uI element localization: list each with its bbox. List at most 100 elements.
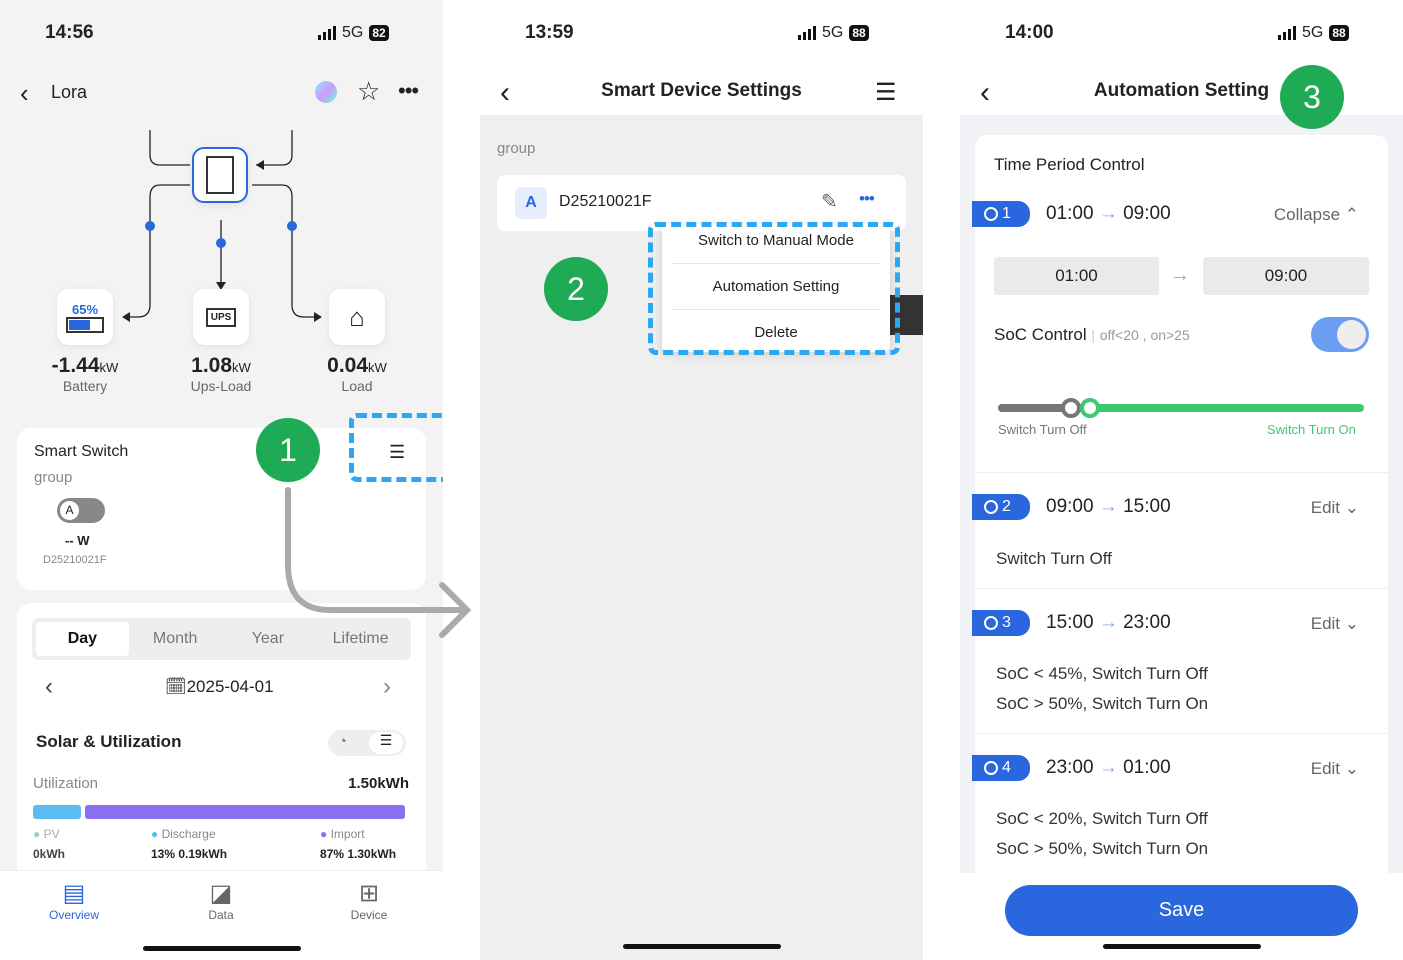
divider <box>975 733 1388 734</box>
clock-icon <box>984 616 998 630</box>
header <box>480 0 923 115</box>
view-toggle[interactable]: ◔☰ <box>328 730 406 756</box>
period-4-range: 23:00 → 01:00 <box>1046 757 1171 778</box>
period-3-rule-on: SoC > 50%, Switch Turn On <box>996 694 1209 713</box>
utilization-label: Utilization <box>33 775 99 792</box>
period-2-range: 09:00 → 15:00 <box>1046 496 1171 517</box>
divider <box>975 472 1388 473</box>
divider <box>975 588 1388 589</box>
off-threshold-handle[interactable] <box>1061 398 1082 418</box>
period-1-range: 01:00 → 09:00 <box>1046 203 1171 224</box>
edit-icon[interactable]: ✎ <box>821 191 838 213</box>
period-2-rule: Switch Turn Off <box>996 549 1112 568</box>
period-3-rule-off: SoC < 45%, Switch Turn Off <box>996 664 1208 683</box>
edit-period-2[interactable]: Edit ⌄ <box>1310 498 1359 517</box>
inverter-icon[interactable] <box>192 147 248 203</box>
page-title: Smart Device Settings <box>601 80 802 101</box>
battery-node[interactable]: 65% <box>57 289 113 345</box>
step-badge-3: 3 <box>1280 65 1344 129</box>
soc-control-label: SoC Control | off<20 , on>25 <box>994 325 1190 344</box>
avatar[interactable] <box>315 81 337 103</box>
energy-flow-lines <box>122 130 322 322</box>
period-4-rule-off: SoC < 20%, Switch Turn Off <box>996 809 1208 828</box>
ups-icon: UPS <box>205 307 237 327</box>
tab-month[interactable]: Month <box>152 630 198 647</box>
start-time-input[interactable]: 01:00 <box>994 257 1159 295</box>
nav-device[interactable]: ⊞Device <box>339 879 399 922</box>
bottom-nav: ▤Overview ◪Data ⊞Device <box>0 870 443 960</box>
menu-delete[interactable]: Delete <box>754 324 798 341</box>
group-label: group <box>497 140 536 157</box>
period-badge-1: 1 <box>972 201 1030 227</box>
period-badge-4: 4 <box>972 755 1030 781</box>
period-tabs: Day Month Year Lifetime <box>32 618 411 660</box>
collapse-button[interactable]: Collapse ⌃ <box>1273 205 1359 224</box>
utilization-total: 1.50kWh <box>348 775 409 792</box>
flow-arrow <box>285 487 472 638</box>
edit-period-3[interactable]: Edit ⌄ <box>1310 614 1359 633</box>
status-time: 14:00 <box>1005 22 1054 43</box>
step-badge-2: 2 <box>544 257 608 321</box>
swipe-action[interactable] <box>888 295 923 335</box>
device-row[interactable]: A D25210021F ✎ ••• <box>497 175 906 231</box>
smart-switch-card: Smart Switch group A -- W D25210021F ☰ <box>17 428 426 590</box>
menu-manual-mode[interactable]: Switch to Manual Mode <box>672 224 880 264</box>
auto-device-icon: A <box>515 187 547 219</box>
arrow-right-icon: → <box>1170 264 1190 286</box>
period-badge-3: 3 <box>972 610 1030 636</box>
switch-power: -- W <box>65 533 90 548</box>
highlight-settings-button <box>349 413 443 482</box>
status-time: 14:56 <box>45 22 94 43</box>
more-icon[interactable]: ••• <box>859 189 875 208</box>
pie-chart-icon: ◔ <box>338 733 348 750</box>
star-icon[interactable]: ☆ <box>357 76 381 106</box>
auto-toggle[interactable]: A <box>57 498 105 523</box>
clock-icon <box>984 761 998 775</box>
ups-node[interactable]: UPS <box>193 289 249 345</box>
soc-range-slider[interactable] <box>998 398 1364 418</box>
import-segment <box>84 805 405 819</box>
device-battery-icon: ⊞ <box>358 880 380 907</box>
chart-icon: ◪ <box>209 880 233 907</box>
date-display[interactable]: 🗓2025-04-01 <box>165 677 274 696</box>
clock-icon <box>984 500 998 514</box>
smart-switch-title: Smart Switch <box>34 443 129 460</box>
tab-year[interactable]: Year <box>251 630 285 647</box>
status-time: 13:59 <box>525 22 574 43</box>
prev-date-icon[interactable]: ‹ <box>45 673 53 700</box>
nav-overview[interactable]: ▤Overview <box>44 879 104 922</box>
soc-control-toggle[interactable] <box>1311 317 1369 352</box>
tab-lifetime[interactable]: Lifetime <box>332 630 389 647</box>
list-icon[interactable]: ☰ <box>875 79 897 106</box>
nav-data[interactable]: ◪Data <box>191 879 251 922</box>
section-title: Time Period Control <box>994 155 1145 174</box>
more-icon[interactable]: ••• <box>398 78 419 103</box>
period-badge-2: 2 <box>972 494 1030 520</box>
edit-period-4[interactable]: Edit ⌄ <box>1310 759 1359 778</box>
period-4-rule-on: SoC > 50%, Switch Turn On <box>996 839 1209 858</box>
home-indicator <box>623 944 781 949</box>
clock-icon <box>984 207 998 221</box>
device-menu: Switch to Manual Mode Automation Setting… <box>662 224 890 352</box>
tab-day[interactable]: Day <box>36 622 129 656</box>
save-button[interactable]: Save <box>1005 885 1358 936</box>
overview-icon: ▤ <box>62 880 86 907</box>
back-icon[interactable]: ‹ <box>500 76 510 109</box>
settings-sliders-icon[interactable]: ☰ <box>389 442 406 462</box>
menu-automation-setting[interactable]: Automation Setting <box>672 264 880 310</box>
on-threshold-handle[interactable] <box>1079 398 1100 418</box>
home-load-icon[interactable]: ⌂ <box>329 289 385 345</box>
back-icon[interactable]: ‹ <box>980 76 990 109</box>
next-date-icon[interactable]: › <box>383 673 391 700</box>
battery-icon <box>66 316 104 333</box>
back-icon[interactable]: ‹ <box>20 78 29 108</box>
end-time-input[interactable]: 09:00 <box>1203 257 1369 295</box>
